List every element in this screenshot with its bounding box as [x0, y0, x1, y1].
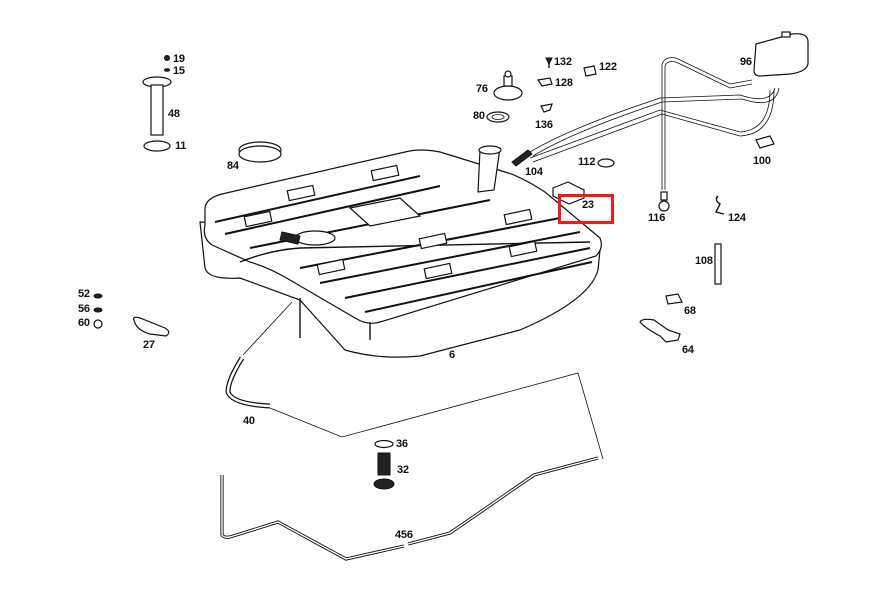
fuel-pipe-part-456[interactable] [220, 456, 599, 561]
callout-68: 68 [684, 305, 696, 317]
callout-116: 116 [648, 212, 666, 224]
callout-11: 11 [175, 140, 187, 152]
callout-100: 100 [753, 155, 771, 167]
drain-plug-part-32[interactable] [373, 452, 395, 490]
callout-27: 27 [143, 339, 155, 351]
callout-64: 64 [682, 344, 694, 356]
callout-132: 132 [554, 56, 572, 68]
callout-40: 40 [243, 415, 255, 427]
clip-part-100[interactable] [755, 135, 775, 149]
callout-19: 19 [173, 53, 185, 65]
leader-line [269, 372, 604, 460]
callout-6: 6 [449, 349, 455, 361]
callout-32: 32 [397, 464, 409, 476]
connector-part-104[interactable] [511, 149, 533, 167]
callout-122: 122 [599, 61, 617, 73]
washer-part-112[interactable] [597, 158, 615, 168]
callout-48: 48 [168, 108, 180, 120]
cap-part-76[interactable] [493, 70, 523, 101]
callout-128: 128 [555, 77, 573, 89]
callout-104: 104 [525, 166, 543, 178]
callout-136: 136 [535, 119, 553, 131]
seal-ring-part-36[interactable] [374, 439, 394, 449]
highlight-box-part-23 [558, 194, 614, 224]
callout-36: 36 [396, 438, 408, 450]
callout-124: 124 [728, 212, 746, 224]
seal-ring-part-80[interactable] [486, 111, 510, 123]
fitting-part-116[interactable] [658, 191, 670, 212]
callout-80: 80 [473, 110, 485, 122]
plate-part-27[interactable] [133, 316, 170, 337]
leader-line [242, 301, 293, 356]
hose-part-40[interactable] [225, 356, 271, 409]
callout-84: 84 [227, 160, 239, 172]
callout-15: 15 [173, 65, 185, 77]
callout-23: 23 [582, 199, 594, 211]
rod-part-108[interactable] [714, 243, 722, 285]
fuel-lines [529, 57, 780, 190]
callout-60: 60 [78, 317, 90, 329]
reservoir-part-96[interactable] [753, 31, 809, 77]
pickup-tube-part-48[interactable] [142, 55, 172, 152]
callout-76: 76 [476, 83, 488, 95]
callout-108: 108 [695, 255, 713, 267]
fuel-tank-part-6[interactable] [199, 145, 602, 358]
cover-part-84[interactable] [238, 141, 282, 163]
callout-52: 52 [78, 288, 90, 300]
callout-112: 112 [578, 156, 596, 168]
bracket-part-68[interactable] [665, 293, 683, 305]
small-hardware-52-56-60[interactable] [93, 293, 103, 329]
callout-96: 96 [740, 56, 752, 68]
small-clips-132-128-122-136[interactable] [536, 57, 597, 113]
clip-part-124[interactable] [714, 195, 725, 215]
callout-456: 456 [395, 529, 413, 541]
callout-56: 56 [78, 303, 90, 315]
strap-part-64[interactable] [639, 318, 681, 343]
